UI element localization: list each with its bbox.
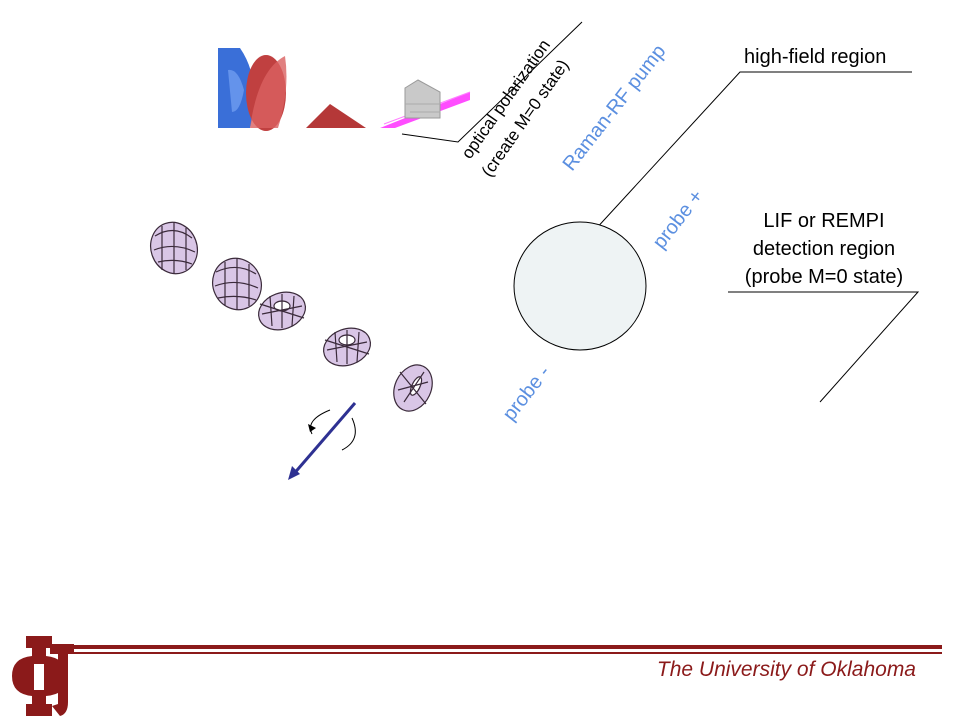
orbital-1 (150, 221, 198, 275)
ou-logo-icon (12, 636, 74, 716)
detection-line2: detection region (752, 238, 896, 260)
orbital-2 (212, 257, 262, 311)
rotation-arc (310, 409, 356, 451)
raman-rf-pump-label: Raman-RF pump (559, 41, 671, 175)
probe-minus-label: probe - (499, 362, 555, 425)
high-field-label: high-field region (744, 46, 887, 68)
rotation-arrowhead (308, 424, 316, 432)
footer-rule-thick (66, 645, 942, 649)
university-name: The University of Oklahoma (656, 658, 916, 681)
optics-apparatus (218, 48, 471, 131)
detection-line3: (probe M=0 state) (744, 266, 904, 288)
detection-line1: LIF or REMPI (763, 210, 885, 232)
axis-arrowhead (288, 466, 300, 480)
detection-label: LIF or REMPI detection region (probe M=0… (700, 207, 948, 291)
leader-line-high-field (581, 71, 912, 245)
orbital-4 (323, 327, 371, 367)
leader-line-detection (728, 291, 920, 403)
orbital-5 (393, 364, 433, 412)
axis-arrow (290, 402, 357, 477)
orbital-3 (258, 291, 306, 331)
leader-line-optical (401, 21, 583, 143)
footer: The University of Oklahoma (0, 628, 960, 720)
footer-rule-thin (66, 652, 942, 654)
orbital-shapes (150, 221, 433, 412)
detection-circle (513, 221, 647, 351)
